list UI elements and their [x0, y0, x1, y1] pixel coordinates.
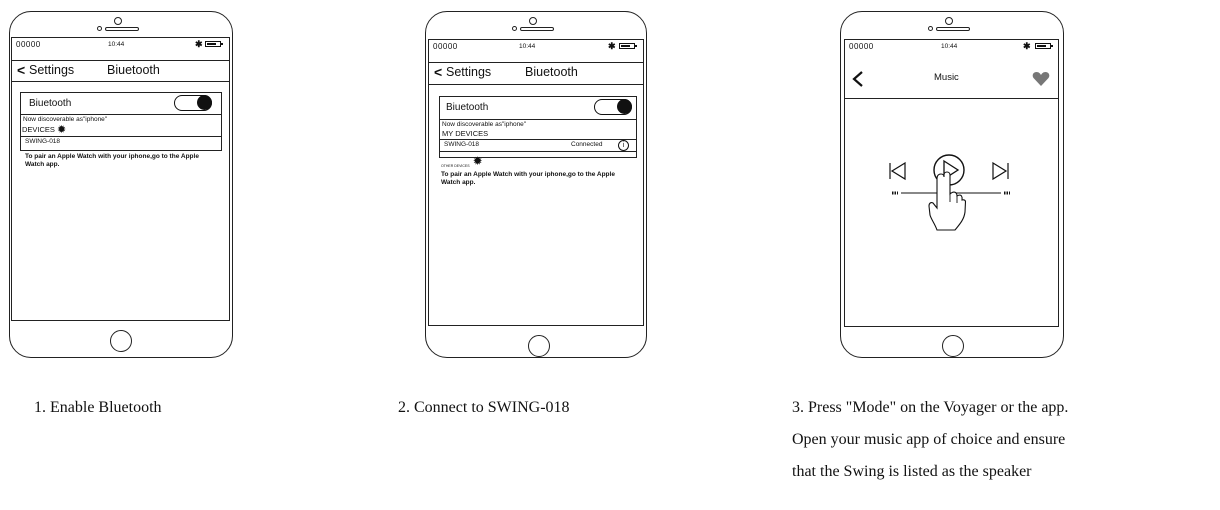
music-header: Music: [845, 62, 1058, 99]
loading-spinner-icon: ✹: [472, 154, 483, 168]
screen-2: 00000 10:44 ✱ < Settings Biuetooth Biuet…: [428, 39, 644, 326]
bluetooth-label: Biuetooth: [446, 102, 489, 113]
bluetooth-status-icon: ✱: [195, 39, 203, 49]
step-3-caption: 3. Press "Mode" on the Voyager or the ap…: [792, 392, 1212, 488]
status-bar: 00000 10:44 ✱: [12, 38, 229, 52]
phone-mockup-2: 00000 10:44 ✱ < Settings Biuetooth Biuet…: [425, 11, 647, 358]
battery-icon: [205, 41, 223, 47]
page-title: Biuetooth: [525, 65, 578, 79]
info-icon[interactable]: i: [618, 140, 629, 151]
device-row-swing[interactable]: SWING-018: [21, 136, 221, 147]
phone-mockup-3: 00000 10:44 ✱ Music: [840, 11, 1064, 358]
devices-header: DEVICES ✹: [22, 124, 67, 136]
page-title: Music: [934, 72, 959, 83]
home-button[interactable]: [110, 330, 132, 352]
clock: 10:44: [108, 41, 125, 48]
bluetooth-label: Biuetooth: [29, 98, 72, 109]
bluetooth-status-icon: ✱: [608, 41, 616, 51]
chevron-left-icon[interactable]: <: [434, 64, 443, 80]
bluetooth-panel: Biuetooth Now discoverable as"iphone" MY…: [439, 96, 637, 158]
home-button[interactable]: [528, 335, 550, 357]
heart-icon[interactable]: [1032, 71, 1050, 87]
step-3-line-3: that the Swing is listed as the speaker: [792, 463, 1032, 480]
earpiece-speaker-icon: [97, 17, 141, 31]
earpiece-speaker-icon: [928, 17, 972, 31]
carrier-signal: 00000: [433, 42, 458, 51]
other-devices-header: OTHER DEVICES ✹: [441, 154, 483, 168]
clock: 10:44: [941, 43, 958, 50]
discoverable-text: Now discoverable as"iphone": [442, 121, 527, 128]
device-name: SWING-018: [444, 141, 480, 148]
screen-3: 00000 10:44 ✱ Music: [844, 39, 1059, 327]
bluetooth-toggle[interactable]: [174, 95, 212, 111]
earpiece-speaker-icon: [512, 17, 556, 31]
step-3-line-2: Open your music app of choice and ensure: [792, 431, 1066, 448]
nav-bar: < Settings Biuetooth: [12, 60, 229, 82]
bluetooth-toggle[interactable]: [594, 99, 632, 115]
status-bar: 00000 10:44 ✱: [845, 40, 1058, 54]
discoverable-text: Now discoverable as"iphone": [23, 116, 108, 123]
bluetooth-status-icon: ✱: [1023, 41, 1031, 51]
device-name: SWING-018: [25, 138, 61, 145]
loading-spinner-icon: ✹: [57, 124, 67, 136]
back-button-settings[interactable]: Settings: [446, 65, 492, 79]
battery-icon: [619, 43, 637, 49]
nav-bar: < Settings Biuetooth: [429, 62, 643, 85]
my-devices-header: MY DEVICES: [442, 129, 489, 138]
bluetooth-panel: Biuetooth Now discoverable as"iphone" DE…: [20, 92, 222, 151]
device-row-swing[interactable]: SWING-018 Connected i: [440, 139, 636, 152]
bluetooth-toggle-row: Biuetooth: [440, 97, 636, 120]
clock: 10:44: [519, 43, 536, 50]
tapping-hand-icon: [928, 171, 967, 231]
status-bar: 00000 10:44 ✱: [429, 40, 643, 54]
step-3-line-1: 3. Press "Mode" on the Voyager or the ap…: [792, 399, 1069, 416]
home-button[interactable]: [942, 335, 964, 357]
carrier-signal: 00000: [16, 40, 41, 49]
step-1-caption: 1. Enable Bluetooth: [34, 399, 162, 416]
back-button-settings[interactable]: Settings: [29, 63, 75, 77]
connection-status: Connected: [571, 141, 603, 148]
chevron-left-icon[interactable]: <: [17, 62, 26, 78]
page-title: Biuetooth: [107, 63, 160, 77]
next-track-icon[interactable]: [991, 161, 1011, 181]
bluetooth-toggle-row: Biuetooth: [21, 93, 221, 115]
chevron-left-icon[interactable]: [851, 71, 865, 87]
apple-watch-note: To pair an Apple Watch with your iphone,…: [441, 171, 615, 186]
screen-1: 00000 10:44 ✱ < Settings Biuetooth Biuet…: [11, 37, 230, 321]
phone-mockup-1: 00000 10:44 ✱ < Settings Biuetooth Biuet…: [9, 11, 233, 358]
carrier-signal: 00000: [849, 42, 874, 51]
apple-watch-note: To pair an Apple Watch with your iphone,…: [25, 153, 199, 168]
battery-icon: [1035, 43, 1053, 49]
previous-track-icon[interactable]: [887, 161, 907, 181]
step-2-caption: 2. Connect to SWING-018: [398, 399, 570, 416]
